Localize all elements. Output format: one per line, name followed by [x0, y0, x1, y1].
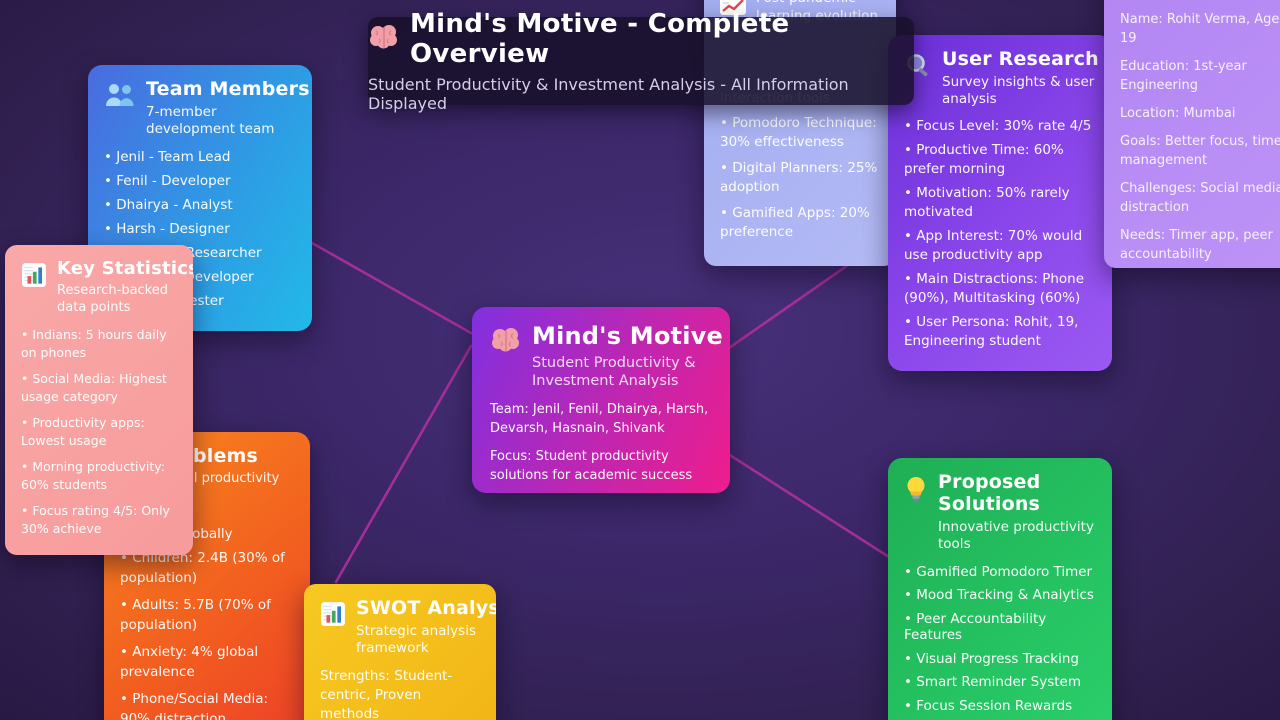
- team-member-item: • Dhairya - Analyst: [104, 196, 233, 213]
- persona-line: Education: 1st-year Engineering: [1120, 59, 1247, 93]
- solution-item: • Visual Progress Tracking: [904, 650, 1079, 667]
- research-item: • Main Distractions: Phone (90%), Multit…: [904, 270, 1085, 306]
- bar-chart-icon: [21, 262, 47, 292]
- solution-item: • Gamified Pomodoro Timer: [904, 563, 1093, 580]
- persona-line: Needs: Timer app, peer accountability: [1120, 228, 1273, 262]
- card-list: • Focus Level: 30% rate 4/5 • Productive …: [904, 117, 1096, 351]
- problem-item: • Anxiety: 4% global prevalence: [120, 643, 259, 680]
- card-title: Proposed Solutions: [938, 471, 1041, 515]
- mind-motive-center-card[interactable]: Mind's Motive Student Productivity & Inv…: [472, 307, 730, 493]
- card-subtitle: 7-member development team: [146, 103, 275, 138]
- statistic-item: • Productivity apps: Lowest usage: [21, 415, 145, 449]
- statistic-item: • Indians: 5 hours daily on phones: [21, 327, 167, 361]
- statistic-item: • Social Media: Highest usage category: [21, 371, 167, 405]
- card-subtitle: Strategic analysis framework: [356, 622, 476, 657]
- team-member-item: • Fenil - Developer: [104, 172, 231, 189]
- card-title: Key Statistics: [57, 258, 193, 279]
- user-persona-card[interactable]: Name: Rohit Verma, Age: 19 Education: 1st…: [1104, 0, 1280, 268]
- edge-center-to-swot: [334, 344, 473, 584]
- statistic-item: • Morning productivity: 60% students: [21, 459, 165, 493]
- card-subtitle: Innovative productivity tools: [938, 518, 1094, 553]
- swot-analysis-card[interactable]: SWOT Analysis Strategic analysis framewo…: [304, 584, 496, 720]
- list-item: • Pomodoro Technique: 30% effectiveness: [720, 115, 877, 151]
- card-title: SWOT Analysis: [356, 597, 496, 619]
- persona-line: Challenges: Social media distraction: [1120, 181, 1280, 215]
- strengths-line: Strengths: Student-centric, Proven metho…: [320, 667, 453, 720]
- list-item: • Digital Planners: 25% adoption: [720, 160, 878, 196]
- edge-center-to-trends: [727, 261, 853, 350]
- list-item: • Gamified Apps: 20% preference: [720, 205, 870, 241]
- team-member-item: • Harsh - Designer: [104, 220, 230, 237]
- bar-chart-icon: [320, 601, 346, 631]
- brain-icon: [368, 23, 400, 55]
- statistic-item: • Focus rating 4/5: Only 30% achieve: [21, 503, 170, 537]
- solution-item: • Smart Reminder System: [904, 674, 1081, 691]
- card-list: • Pomodoro Technique: 30% effectiveness •…: [720, 114, 880, 242]
- page-header: Mind's Motive - Complete Overview Studen…: [368, 9, 914, 113]
- card-title: Team Members: [146, 78, 310, 100]
- focus-line: Focus: Student productivity solutions fo…: [490, 449, 693, 484]
- key-statistics-card[interactable]: Key Statistics Research-backed data poin…: [5, 245, 193, 555]
- research-item: • Focus Level: 30% rate 4/5: [904, 117, 1092, 134]
- card-title: Mind's Motive: [532, 322, 723, 350]
- research-item: • Productive Time: 60% prefer morning: [904, 141, 1064, 177]
- page-subtitle: Student Productivity & Investment Analys…: [368, 75, 849, 113]
- problem-item: • Adults: 5.7B (70% of population): [120, 596, 271, 633]
- solution-item: • Focus Session Rewards: [904, 697, 1073, 714]
- research-item: • App Interest: 70% would use productivi…: [904, 227, 1083, 263]
- research-item: • User Persona: Rohit, 19, Engineering s…: [904, 313, 1079, 349]
- card-subtitle: Research-backed data points: [57, 282, 169, 315]
- trend-chart-icon: [720, 0, 746, 19]
- persona-line: Name: Rohit Verma, Age: 19: [1120, 12, 1280, 46]
- brain-icon: [490, 326, 522, 358]
- team-line: Team: Jenil, Fenil, Dhairya, Harsh, Deva…: [490, 402, 709, 437]
- card-list: • Indians: 5 hours daily on phones • Soci…: [21, 326, 177, 538]
- page-title: Mind's Motive - Complete Overview: [410, 9, 790, 69]
- user-research-card[interactable]: User Research Survey insights & user ana…: [888, 35, 1112, 371]
- research-item: • Motivation: 50% rarely motivated: [904, 184, 1070, 220]
- edge-center-to-solutions: [723, 450, 891, 559]
- edge-team-to-center: [310, 241, 473, 335]
- card-list: • Children: 2.4B (30% of population)• Ad…: [120, 548, 294, 720]
- solution-item: • Peer Accountability Features: [904, 610, 1047, 644]
- card-subtitle: Student Productivity & Investment Analys…: [532, 354, 696, 390]
- solution-item: • Mood Tracking & Analytics: [904, 587, 1094, 604]
- proposed-solutions-card[interactable]: Proposed Solutions Innovative productivi…: [888, 458, 1112, 720]
- problem-item: • Phone/Social Media: 90% distraction: [120, 690, 269, 720]
- card-title: User Research: [942, 48, 1099, 70]
- persona-line: Location: Mumbai: [1120, 106, 1236, 121]
- card-list: • Gamified Pomodoro Timer • Mood Tracking…: [904, 564, 1096, 720]
- card-subtitle: Survey insights & user analysis: [942, 73, 1095, 108]
- people-icon: [104, 82, 136, 112]
- card-list: Name: Rohit Verma, Age: 19 Education: 1st…: [1120, 10, 1280, 264]
- team-member-item: • Jenil - Team Lead: [104, 148, 231, 165]
- persona-line: Goals: Better focus, time management: [1120, 134, 1280, 168]
- lightbulb-icon: [904, 475, 928, 509]
